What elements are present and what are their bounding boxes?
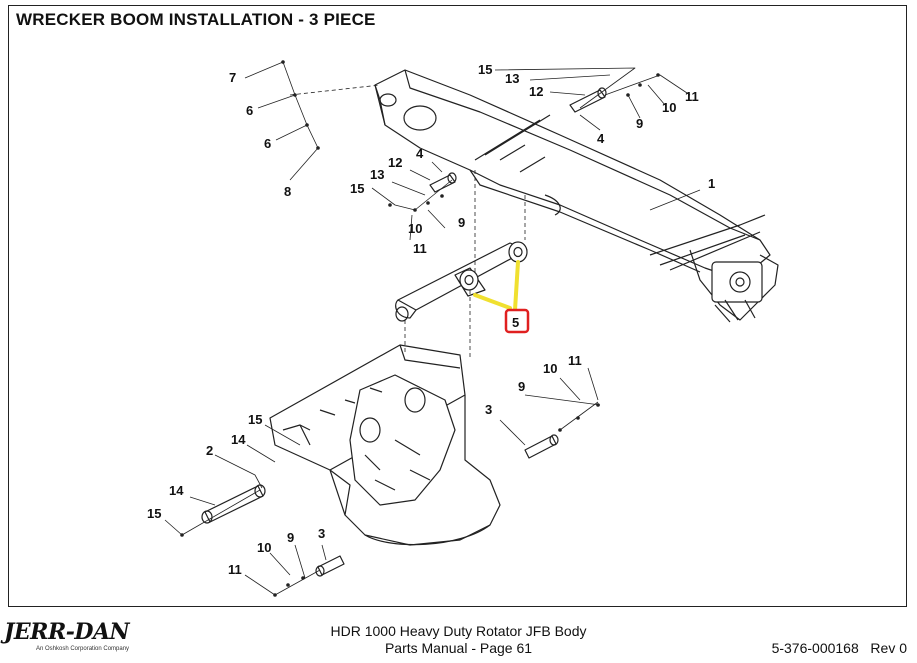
callout-15b: 15	[350, 181, 364, 196]
callout-13b: 13	[370, 167, 384, 182]
callout-15a: 15	[478, 62, 492, 77]
leader-lines	[164, 60, 701, 597]
callout-2: 2	[206, 443, 213, 458]
callout-15c: 15	[248, 412, 262, 427]
jerr-dan-logo: JERR-DAN	[4, 619, 130, 645]
callout-6b: 6	[264, 136, 271, 151]
highlight-part-5	[473, 260, 530, 334]
callout-9c: 9	[518, 379, 525, 394]
base-pedestal	[269, 344, 501, 546]
callout-12b: 12	[388, 155, 402, 170]
part-number: 5-376-000168 Rev 0	[772, 640, 907, 656]
callout-6a: 6	[246, 103, 253, 118]
cylinder-part	[395, 241, 528, 322]
callout-11c: 11	[568, 353, 582, 368]
callout-7: 7	[229, 70, 236, 85]
callout-9d: 9	[287, 530, 294, 545]
bolt-upper-left	[429, 172, 457, 193]
pin-upper-right	[569, 87, 607, 113]
callout-13a: 13	[505, 71, 519, 86]
callout-9a: 9	[636, 116, 643, 131]
part-number-value: 5-376-000168	[771, 640, 859, 656]
logo-subtitle: An Oshkosh Corporation Company	[36, 646, 130, 652]
callout-10b: 10	[408, 221, 422, 236]
callout-5: 5	[512, 315, 519, 330]
revision: Rev 0	[870, 640, 907, 656]
callout-10c: 10	[543, 361, 557, 376]
callout-10d: 10	[257, 540, 271, 555]
document-title: HDR 1000 Heavy Duty Rotator JFB Body	[330, 623, 587, 639]
callout-14a: 14	[231, 432, 246, 447]
page-label: Parts Manual - Page 61	[384, 640, 533, 656]
pin-part-3-right	[524, 434, 559, 459]
callout-14b: 14	[169, 483, 184, 498]
callout-11a: 11	[685, 89, 699, 104]
callout-3b: 3	[318, 526, 325, 541]
callout-4a: 4	[597, 131, 605, 146]
callout-1: 1	[708, 176, 715, 191]
boom-part	[374, 69, 779, 323]
pin-part-3-lower	[315, 555, 345, 577]
callout-8: 8	[284, 184, 291, 199]
callout-10a: 10	[662, 100, 676, 115]
callout-11b: 11	[413, 241, 427, 256]
callout-9b: 9	[458, 215, 465, 230]
callout-15d: 15	[147, 506, 161, 521]
callout-11d: 11	[228, 562, 242, 577]
callout-4b: 4	[416, 146, 424, 161]
callout-12a: 12	[529, 84, 543, 99]
callout-3a: 3	[485, 402, 492, 417]
exploded-view-diagram: 7 6 6 8 15 13 12 11 10 9 4 1 4 12 13 15 …	[147, 60, 779, 597]
diagram-title: WRECKER BOOM INSTALLATION - 3 PIECE	[16, 10, 376, 29]
